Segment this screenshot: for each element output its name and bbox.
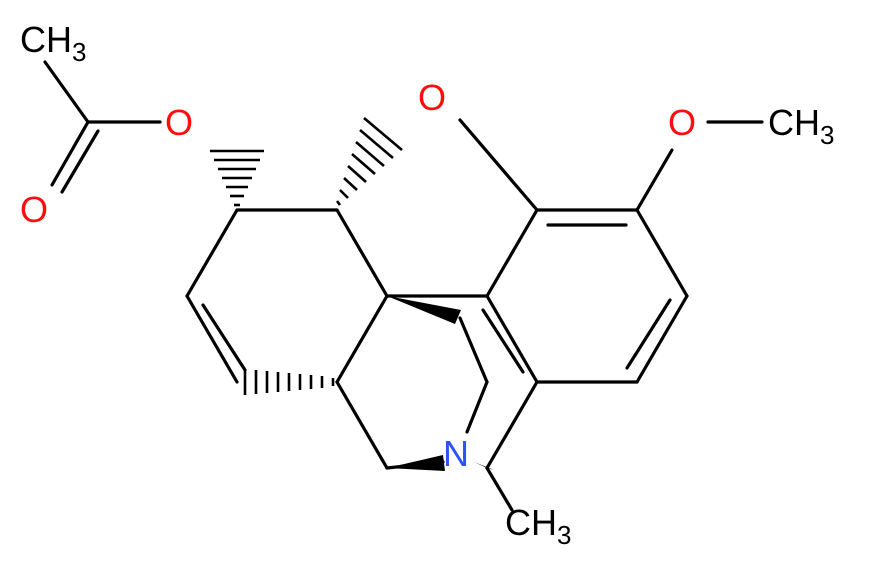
bond-c13-c14	[335, 294, 389, 384]
bond-c6-c7	[185, 208, 239, 298]
bond-c16-n	[465, 380, 489, 434]
ester-oxygen-label: O	[165, 102, 193, 143]
bond-c5-c13	[335, 208, 389, 298]
hash-c5-ether-o	[335, 117, 403, 206]
wedge-c10-c9	[474, 462, 494, 470]
n-methyl-label: CH3	[505, 502, 571, 550]
hash-c14-c8	[243, 369, 335, 395]
bond-c14-c9	[335, 380, 389, 470]
bond-c7-c8-a	[185, 294, 239, 384]
wedge-bonds	[387, 296, 494, 471]
ether-bridge-oxygen-label: O	[418, 77, 446, 118]
bond-ar-c12-c4	[485, 208, 539, 298]
amine-nitrogen-label: N	[443, 433, 469, 474]
bond-ar-c2-c1-inner	[625, 298, 672, 370]
bond-ar-c2-c1	[635, 294, 689, 384]
bonds	[43, 60, 764, 512]
bond-ar-c11-c12	[485, 294, 539, 384]
acetyl-methyl-label: CH3	[20, 19, 86, 67]
hashed-bonds	[210, 117, 403, 395]
wedge-c13-c15	[387, 296, 461, 324]
bond-c7-c8-b	[201, 303, 247, 372]
bond-c3-methoxy-o	[635, 148, 674, 212]
hash-c6-ester-o	[210, 149, 264, 207]
bond-carbonyl-double-b	[60, 129, 100, 194]
bond-c11-c10	[485, 380, 539, 470]
bond-c15-c16	[458, 316, 489, 384]
bond-acetyl-methyl	[43, 60, 90, 124]
bond-carbonyl-double-a	[50, 120, 90, 187]
methoxy-oxygen-label: O	[668, 102, 696, 143]
bond-ar-c11-c12-inner	[481, 308, 525, 374]
carbonyl-oxygen-label: O	[20, 189, 48, 230]
bond-ar-c3-c2	[635, 208, 689, 298]
wedge-c9-n	[387, 455, 445, 471]
atom-labels: CH3 O O O O CH3 N CH3	[20, 19, 834, 550]
methoxy-methyl-label: CH3	[768, 102, 834, 150]
bond-c9-methyl	[485, 466, 514, 512]
bond-ether-o-c4	[458, 118, 539, 212]
